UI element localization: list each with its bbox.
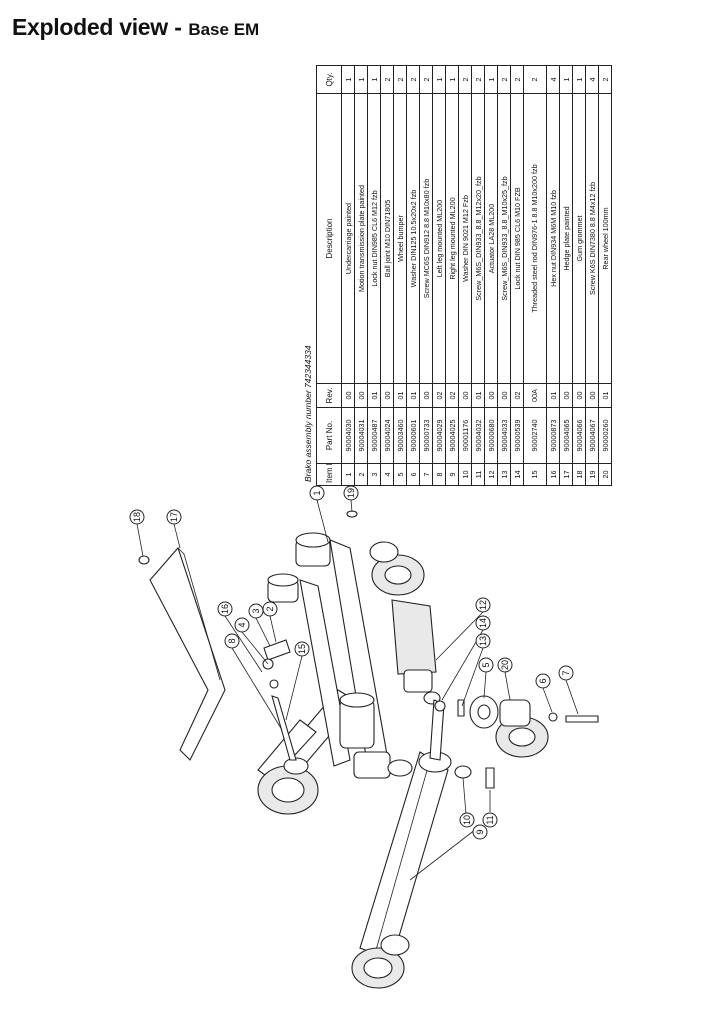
actuator-part <box>391 599 441 705</box>
callout-17-label: 17 <box>169 512 179 522</box>
callout-7-label: 7 <box>561 670 571 675</box>
callout-18: 18 <box>129 509 145 525</box>
callout-4: 4 <box>234 617 250 633</box>
callout-17: 17 <box>166 509 182 525</box>
callout-15-label: 15 <box>297 644 307 654</box>
callout-15: 15 <box>294 641 310 657</box>
callout-13-label: 13 <box>478 636 488 646</box>
rear-wheel-part <box>469 695 549 758</box>
callout-19-label: 19 <box>346 488 356 498</box>
motion-plate-part <box>262 510 599 789</box>
callout-5-label: 5 <box>481 662 491 667</box>
callout-1-label: 1 <box>312 490 322 495</box>
callout-8: 8 <box>224 633 240 649</box>
front-wheel-left <box>257 757 319 815</box>
hedge-plate-part <box>138 546 226 761</box>
callout-11: 11 <box>482 812 498 828</box>
callout-20-label: 20 <box>500 660 510 670</box>
right-leg-part <box>351 751 452 989</box>
callout-18-label: 18 <box>132 512 142 522</box>
callout-2-label: 2 <box>265 606 275 611</box>
page-title: Exploded view - Base EM <box>12 14 259 41</box>
callout-14: 14 <box>475 615 491 631</box>
callout-16-label: 16 <box>220 604 230 614</box>
leader-lines <box>136 499 579 881</box>
callout-10: 10 <box>459 812 475 828</box>
callout-5: 5 <box>478 657 494 673</box>
callout-12-label: 12 <box>478 600 488 610</box>
callout-3: 3 <box>248 603 264 619</box>
callout-20: 20 <box>497 657 513 673</box>
callout-4-label: 4 <box>237 622 247 627</box>
callout-16: 16 <box>217 601 233 617</box>
rear-wheel-top <box>369 541 425 596</box>
callout-11-label: 11 <box>485 815 495 824</box>
callout-2: 2 <box>262 601 278 617</box>
callout-12: 12 <box>475 597 491 613</box>
callout-7: 7 <box>558 665 574 681</box>
callout-14-label: 14 <box>478 618 488 628</box>
front-wheel-right <box>351 934 410 989</box>
title-separator: - <box>167 14 189 40</box>
callout-9: 9 <box>472 824 488 840</box>
callout-3-label: 3 <box>251 608 261 613</box>
callout-6: 6 <box>535 673 551 689</box>
callout-19: 19 <box>343 485 359 501</box>
title-subtitle: Base EM <box>188 20 260 39</box>
callout-13: 13 <box>475 633 491 649</box>
callout-6-label: 6 <box>538 678 548 683</box>
title-main: Exploded view <box>12 14 168 40</box>
callout-1: 1 <box>309 485 325 501</box>
undercarriage-part <box>267 532 425 779</box>
callout-10-label: 10 <box>462 815 472 825</box>
callout-8-label: 8 <box>227 638 237 643</box>
callout-9-label: 9 <box>475 829 485 834</box>
